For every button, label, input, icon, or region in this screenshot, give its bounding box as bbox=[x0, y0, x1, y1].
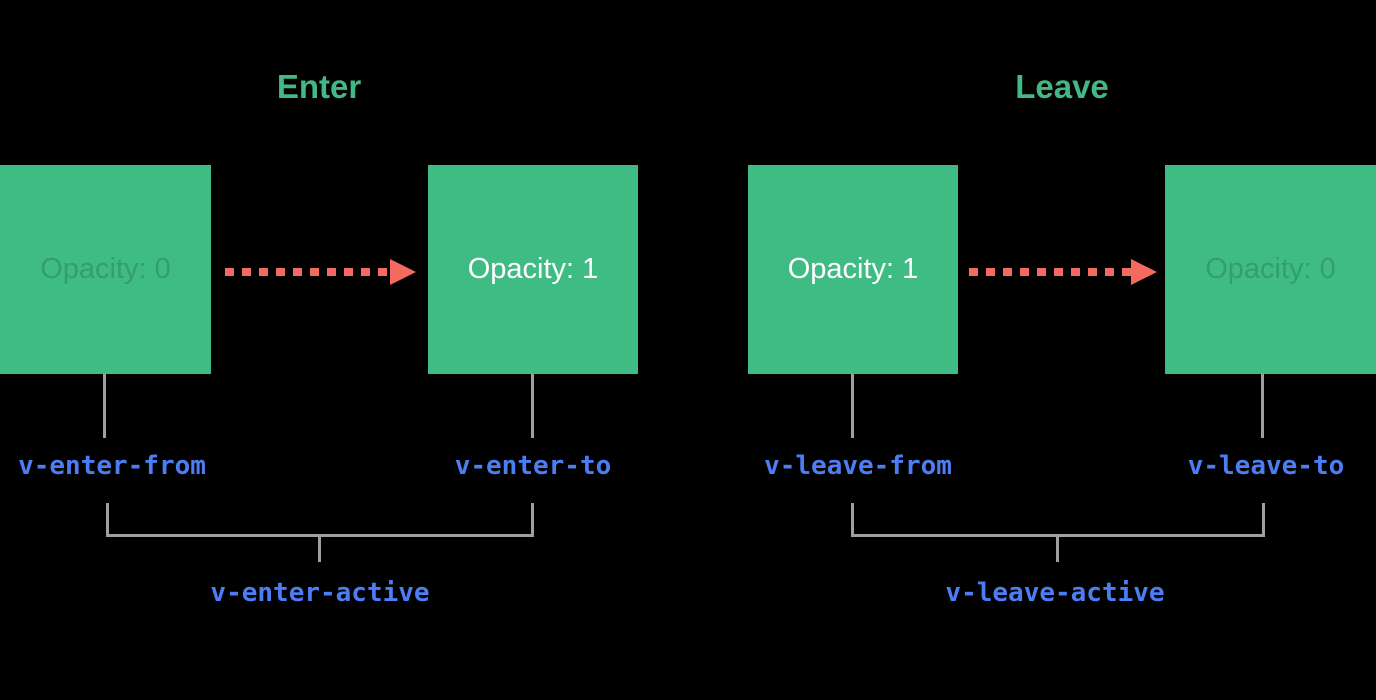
enter-from-box-label: Opacity: 0 bbox=[40, 253, 171, 285]
enter-from-class-label: v-enter-from bbox=[18, 451, 206, 481]
enter-section-title: Enter bbox=[276, 68, 362, 105]
enter-to-class-label: v-enter-to bbox=[454, 451, 612, 481]
leave-active-bracket-stem bbox=[1056, 537, 1059, 562]
leave-to-class-label: v-leave-to bbox=[1187, 451, 1345, 481]
leave-transition-arrow-line bbox=[969, 268, 1132, 276]
leave-from-connector-line bbox=[851, 374, 854, 438]
leave-from-class-label: v-leave-from bbox=[764, 451, 952, 481]
enter-to-box: Opacity: 1 bbox=[428, 165, 638, 374]
leave-arrow-head-icon bbox=[1131, 259, 1157, 285]
enter-to-box-label: Opacity: 1 bbox=[467, 253, 599, 285]
enter-active-bracket bbox=[106, 503, 534, 537]
leave-active-class-label: v-leave-active bbox=[945, 578, 1165, 608]
leave-active-bracket bbox=[851, 503, 1265, 537]
enter-arrow-head-icon bbox=[390, 259, 416, 285]
enter-active-bracket-stem bbox=[318, 537, 321, 562]
leave-section-title: Leave bbox=[1015, 68, 1109, 105]
leave-to-box-label: Opacity: 0 bbox=[1205, 253, 1336, 285]
enter-to-connector-line bbox=[531, 374, 534, 438]
enter-from-connector-line bbox=[103, 374, 106, 438]
enter-from-box: Opacity: 0 bbox=[0, 165, 211, 374]
enter-transition-arrow-line bbox=[225, 268, 391, 276]
leave-to-box: Opacity: 0 bbox=[1165, 165, 1376, 374]
enter-active-class-label: v-enter-active bbox=[210, 578, 430, 608]
leave-from-box-label: Opacity: 1 bbox=[787, 253, 919, 285]
leave-from-box: Opacity: 1 bbox=[748, 165, 958, 374]
leave-to-connector-line bbox=[1261, 374, 1264, 438]
